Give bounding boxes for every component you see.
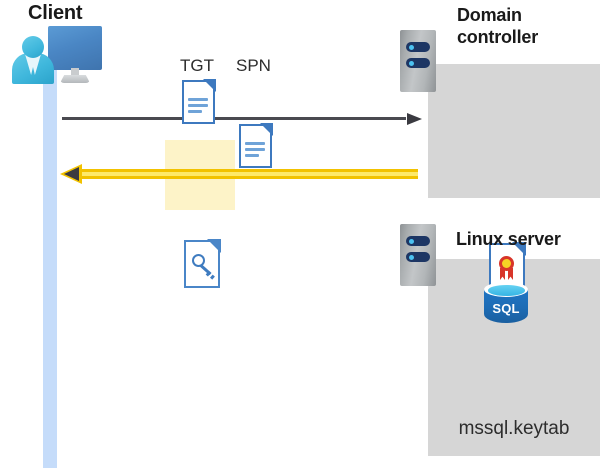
document-text-line <box>188 110 202 113</box>
request-arrow-head-icon <box>407 113 422 125</box>
document-text-line <box>245 154 259 157</box>
database-cylinder-top <box>487 285 525 296</box>
service-ticket-document-icon <box>184 239 221 288</box>
certificate-ribbon <box>508 268 513 280</box>
monitor-stand-base <box>60 75 90 83</box>
domain-controller-title-line1: Domain <box>457 5 522 25</box>
domain-controller-title-line2: controller <box>457 27 539 47</box>
service-ticket-arrow <box>60 164 418 184</box>
keytab-filename-label: mssql.keytab <box>458 418 570 439</box>
linux-server-title: Linux server <box>456 229 561 249</box>
monitor-screen <box>48 26 102 70</box>
user-person-icon <box>12 36 54 84</box>
domain-controller-title: Domain controller <box>457 4 597 48</box>
reply-arrow-line-highlight <box>74 172 418 176</box>
server-led-icon <box>409 238 414 244</box>
domain-controller-server-icon <box>400 30 436 92</box>
client-lifeline <box>43 60 57 468</box>
document-text-line <box>245 142 265 145</box>
sql-database-icon: SQL <box>484 281 528 331</box>
server-led-icon <box>409 254 414 260</box>
reply-arrow-head-inner-icon <box>64 167 79 181</box>
database-cylinder-rim <box>484 282 528 297</box>
server-led-icon <box>409 60 414 66</box>
key-icon <box>190 252 215 279</box>
server-bay <box>406 42 430 52</box>
linux-server-icon <box>400 224 436 286</box>
document-sheet <box>182 80 215 124</box>
tgt-label: TGT <box>180 56 214 75</box>
request-arrow <box>62 113 422 125</box>
server-bay <box>406 252 430 262</box>
tgt-document-icon <box>182 79 216 124</box>
document-text-line <box>188 104 208 107</box>
client-title: Client <box>28 2 83 24</box>
server-bay <box>406 58 430 68</box>
document-sheet <box>239 124 272 168</box>
certificate-seal-center <box>501 258 512 269</box>
request-arrow-line <box>62 117 406 120</box>
certificate-seal-icon <box>499 256 514 271</box>
person-head <box>22 36 44 58</box>
key-ring <box>192 254 205 267</box>
certificate-ribbon <box>500 268 505 280</box>
server-bay <box>406 236 430 246</box>
server-led-icon <box>409 44 414 50</box>
spn-label: SPN <box>236 56 271 75</box>
document-text-line <box>188 98 208 101</box>
document-text-line <box>245 148 265 151</box>
monitor-stand-neck <box>71 68 79 77</box>
spn-document-icon <box>239 123 273 168</box>
sql-badge-label: SQL <box>492 301 520 316</box>
domain-controller-panel <box>428 64 600 198</box>
client-workstation-icon <box>32 26 102 83</box>
